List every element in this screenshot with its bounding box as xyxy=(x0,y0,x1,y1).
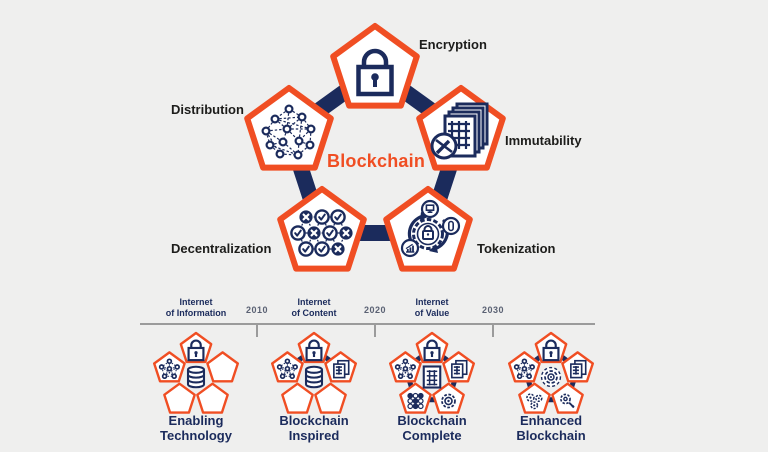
smart-gear-icon xyxy=(540,366,562,388)
stage-cluster-enhanced-blockchain xyxy=(508,331,594,414)
stage-label-blockchain-complete: Blockchain Complete xyxy=(397,413,467,444)
ledger-icon xyxy=(422,365,442,389)
pentagon-node-encryption xyxy=(330,23,420,109)
timeline-tick-2020 xyxy=(374,323,376,337)
stage-label-blockchain-inspired: Blockchain Inspired xyxy=(279,413,349,444)
database-icon xyxy=(304,365,324,389)
token-cycle-icon xyxy=(400,199,461,258)
stage-label-enhanced-blockchain: Enhanced Blockchain xyxy=(516,413,586,444)
pentagon-node-distribution xyxy=(244,85,334,171)
era-label-internet-of-value: Internet of Value xyxy=(414,297,450,318)
year-label-2030: 2030 xyxy=(481,305,505,315)
year-label-2020: 2020 xyxy=(363,305,387,315)
stage-cluster-blockchain-inspired xyxy=(271,331,357,414)
pentagon-node-tokenization xyxy=(383,186,473,272)
pentagon-node-decentralization xyxy=(277,186,367,272)
stage-cluster-blockchain-complete xyxy=(389,331,475,414)
consensus-checks-icon xyxy=(290,209,353,257)
pentagon-node-immutability xyxy=(416,85,506,171)
era-label-internet-of-information: Internet of Information xyxy=(165,297,227,318)
ledger-stack-no-edit-icon xyxy=(430,102,489,160)
diagram-center-label: Blockchain xyxy=(327,151,426,171)
padlock-icon xyxy=(356,48,394,97)
label-immutability: Immutability xyxy=(505,133,582,148)
stage-label-enabling-technology: Enabling Technology xyxy=(160,413,232,444)
blockchain-pentagon-diagram xyxy=(244,23,506,272)
database-icon xyxy=(186,365,206,389)
label-distribution: Distribution xyxy=(171,102,244,117)
era-label-internet-of-content: Internet of Content xyxy=(291,297,337,318)
timeline-axis xyxy=(140,323,595,325)
label-tokenization: Tokenization xyxy=(477,241,556,256)
label-decentralization: Decentralization xyxy=(171,241,272,256)
network-mesh-icon xyxy=(261,104,316,160)
year-label-2010: 2010 xyxy=(245,305,269,315)
mini-consensus-icon xyxy=(407,392,424,410)
timeline-tick-2010 xyxy=(256,323,258,337)
mini-token-gear-icon xyxy=(441,393,456,409)
timeline-tick-2030 xyxy=(492,323,494,337)
label-encryption: Encryption xyxy=(419,37,487,52)
